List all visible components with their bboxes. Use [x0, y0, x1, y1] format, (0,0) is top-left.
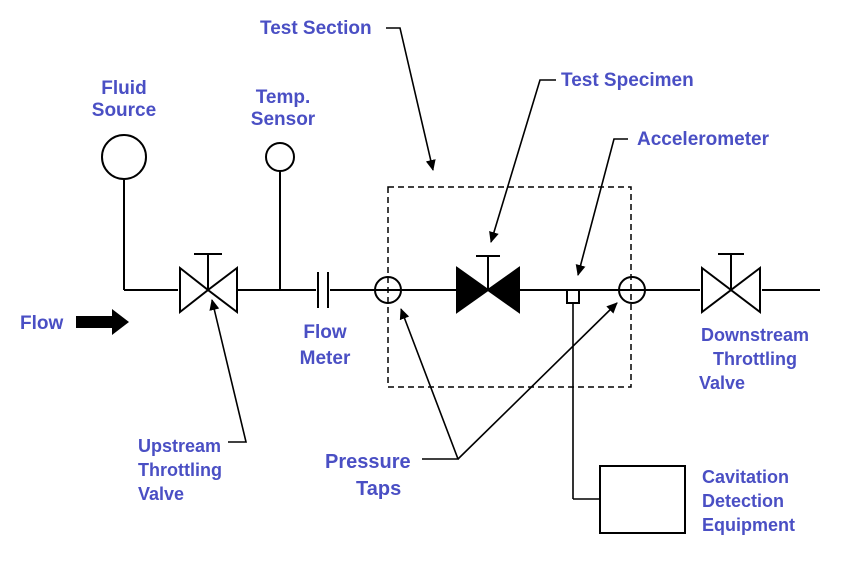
flow-label: Flow [20, 313, 63, 334]
pressure-tap-right [618, 276, 646, 304]
temp-sensor-symbol [265, 142, 295, 172]
downstream-valve-symbol [700, 253, 762, 315]
test-section-leader [386, 27, 436, 171]
temp-sensor-label: Temp.Sensor [251, 87, 316, 130]
flow-meter-symbol [316, 270, 330, 310]
test-specimen-leader [489, 79, 556, 243]
cavitation-equipment-box [599, 465, 686, 534]
test-section-box [387, 186, 632, 388]
flow-arrow-icon [76, 309, 129, 335]
pressure-tap-leader-left [399, 308, 460, 460]
accelerometer-label: Accelerometer [637, 129, 770, 150]
test-specimen-symbol [456, 255, 520, 314]
pressure-tap-left [374, 276, 402, 304]
fluid-source-symbol [101, 134, 147, 180]
upstream-valve-leader [209, 299, 248, 443]
upstream-valve-symbol [178, 253, 238, 315]
test-specimen-label: Test Specimen [561, 70, 694, 91]
accelerometer-symbol [566, 289, 580, 304]
test-section-label: Test Section [260, 18, 372, 39]
accelerometer-leader [575, 138, 628, 276]
pressure-tap-leader-right [457, 302, 618, 460]
